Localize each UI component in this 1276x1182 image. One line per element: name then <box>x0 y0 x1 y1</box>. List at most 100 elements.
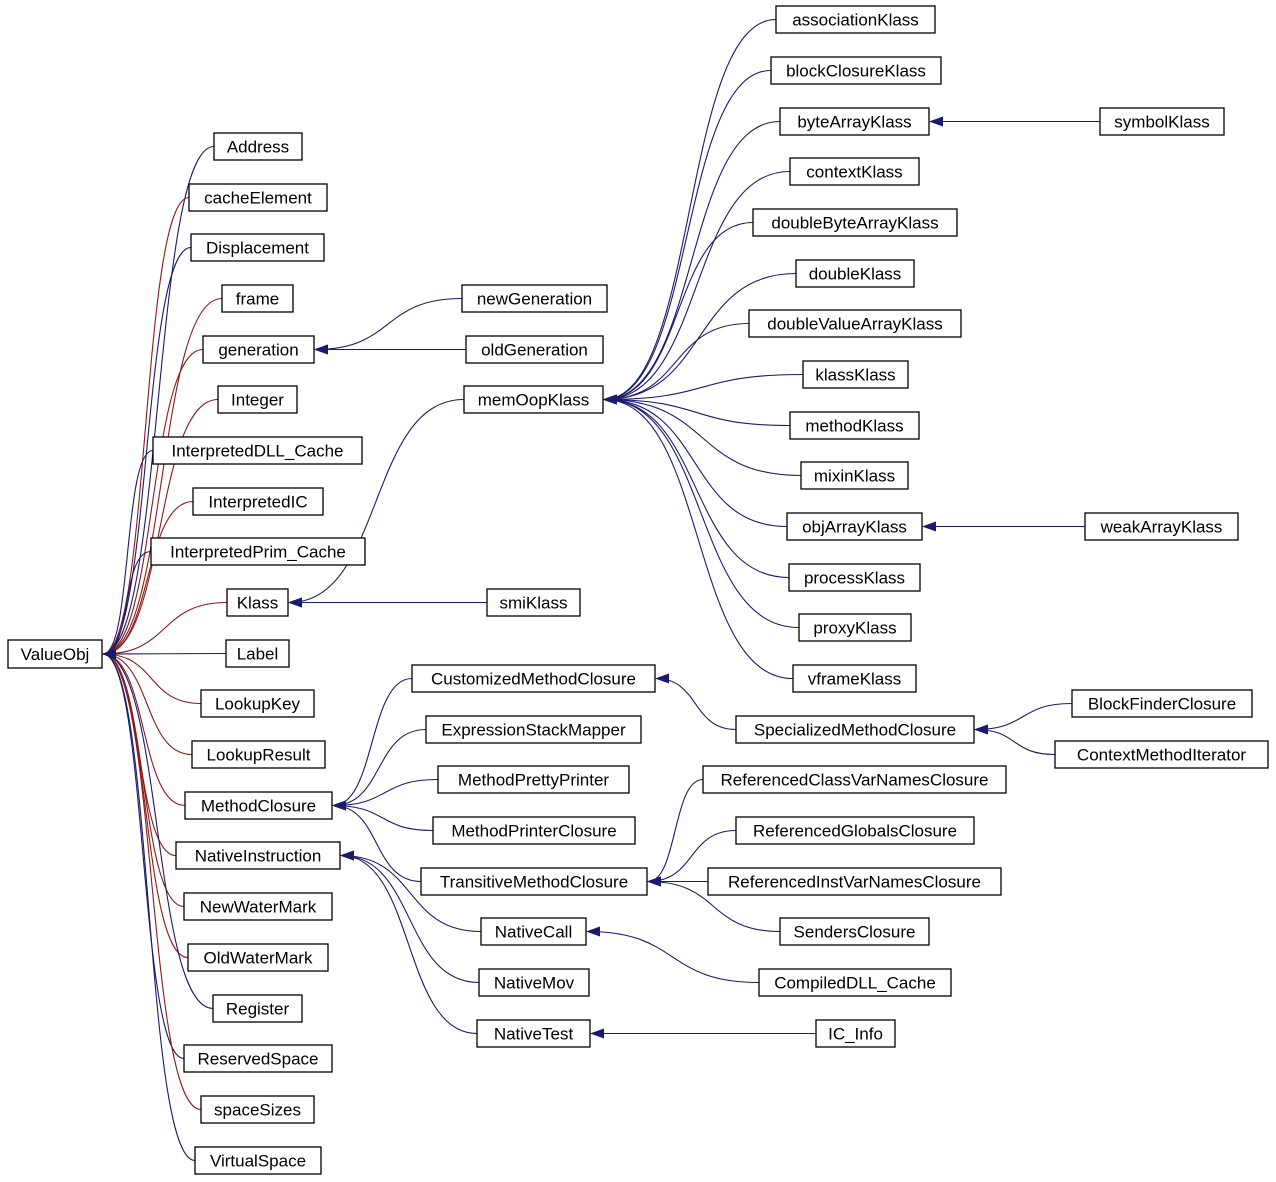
node-vframe-klass[interactable]: vframeKlass <box>792 664 917 693</box>
node-label: blockClosureKlass <box>786 62 926 81</box>
node-new-generation[interactable]: newGeneration <box>461 284 608 313</box>
node-native-mov[interactable]: NativeMov <box>478 968 590 997</box>
node-cache-element[interactable]: cacheElement <box>188 183 328 212</box>
node-interpreted-dll-cache[interactable]: InterpretedDLL_Cache <box>152 436 363 465</box>
node-context-klass[interactable]: contextKlass <box>789 157 920 186</box>
edge-space-sizes-to-value-obj <box>102 649 202 1111</box>
node-box <box>183 892 333 921</box>
node-label: processKlass <box>804 569 905 588</box>
node-ic-info[interactable]: IC_Info <box>815 1019 896 1048</box>
node-label: InterpretedPrim_Cache <box>170 543 346 562</box>
node-lookup-result[interactable]: LookupResult <box>191 740 326 769</box>
node-block-finder-closure[interactable]: BlockFinderClosure <box>1071 689 1253 718</box>
node-compiled-dll-cache[interactable]: CompiledDLL_Cache <box>758 968 952 997</box>
node-box <box>1099 107 1225 136</box>
node-native-test[interactable]: NativeTest <box>476 1019 591 1048</box>
node-weak-array-klass[interactable]: weakArrayKlass <box>1084 512 1239 541</box>
edge-native-test-to-native-instruction <box>340 850 478 1035</box>
node-label: frame <box>236 290 279 309</box>
node-box <box>786 512 923 541</box>
node-label: IC_Info <box>828 1025 883 1044</box>
node-label[interactable]: Label <box>225 639 290 668</box>
edge-referenced-globals-closure-to-transitive-method-closure <box>647 829 737 887</box>
node-box <box>735 816 975 845</box>
edge-expression-stack-mapper-to-method-closure <box>332 728 427 811</box>
node-double-byte-array-klass[interactable]: doubleByteArrayKlass <box>752 208 958 237</box>
node-label: NativeMov <box>494 974 575 993</box>
node-label: ReferencedClassVarNamesClosure <box>720 771 988 790</box>
node-old-water-mark[interactable]: OldWaterMark <box>187 943 329 972</box>
node-transitive-method-closure[interactable]: TransitiveMethodClosure <box>420 867 648 896</box>
edge-generation-to-value-obj <box>102 348 204 659</box>
node-box <box>191 740 326 769</box>
node-box <box>752 208 958 237</box>
edge-senders-closure-to-transitive-method-closure <box>647 876 781 933</box>
edge-klass-to-value-obj <box>102 601 228 659</box>
node-label: memOopKlass <box>478 391 589 410</box>
node-klass-klass[interactable]: klassKlass <box>802 360 909 389</box>
node-context-method-iterator[interactable]: ContextMethodIterator <box>1054 740 1269 769</box>
node-label: ContextMethodIterator <box>1077 746 1246 765</box>
node-new-water-mark[interactable]: NewWaterMark <box>183 892 333 921</box>
node-box <box>779 917 930 946</box>
edge-cache-element-to-value-obj <box>102 196 190 659</box>
node-displacement[interactable]: Displacement <box>190 233 325 262</box>
node-double-klass[interactable]: doubleKlass <box>795 259 915 288</box>
node-box <box>707 867 1002 896</box>
node-old-generation[interactable]: oldGeneration <box>465 335 604 364</box>
node-address[interactable]: Address <box>213 132 303 161</box>
node-integer[interactable]: Integer <box>217 385 298 414</box>
node-label: ReferencedInstVarNamesClosure <box>728 873 981 892</box>
edge-obj-array-klass-to-mem-oop-klass <box>603 394 788 528</box>
node-frame[interactable]: frame <box>221 284 294 313</box>
node-mem-oop-klass[interactable]: memOopKlass <box>463 385 604 414</box>
node-specialized-method-closure[interactable]: SpecializedMethodClosure <box>735 715 975 744</box>
node-lookup-key[interactable]: LookupKey <box>200 689 315 718</box>
node-box <box>202 335 315 364</box>
node-value-obj[interactable]: ValueObj <box>7 639 103 669</box>
edge-proxy-klass-to-mem-oop-klass <box>603 394 800 629</box>
node-block-closure-klass[interactable]: blockClosureKlass <box>770 56 942 85</box>
node-symbol-klass[interactable]: symbolKlass <box>1099 107 1225 136</box>
edge-register-to-value-obj <box>102 649 214 1010</box>
node-referenced-inst-var-names-closure[interactable]: ReferencedInstVarNamesClosure <box>707 867 1002 896</box>
node-box <box>800 461 909 490</box>
node-association-klass[interactable]: associationKlass <box>775 5 936 34</box>
node-expression-stack-mapper[interactable]: ExpressionStackMapper <box>425 715 642 744</box>
node-native-call[interactable]: NativeCall <box>480 917 587 946</box>
node-interpreted-ic[interactable]: InterpretedIC <box>192 487 324 516</box>
node-method-klass[interactable]: methodKlass <box>789 411 920 440</box>
node-senders-closure[interactable]: SendersClosure <box>779 917 930 946</box>
node-label: methodKlass <box>805 417 903 436</box>
node-label: InterpretedDLL_Cache <box>171 442 343 461</box>
node-virtual-space[interactable]: VirtualSpace <box>194 1146 322 1175</box>
node-klass[interactable]: Klass <box>226 588 289 617</box>
node-smi-klass[interactable]: smiKlass <box>486 588 581 617</box>
node-process-klass[interactable]: processKlass <box>788 563 921 592</box>
node-proxy-klass[interactable]: proxyKlass <box>798 613 912 642</box>
node-native-instruction[interactable]: NativeInstruction <box>175 841 341 870</box>
node-box <box>795 259 915 288</box>
node-method-closure[interactable]: MethodClosure <box>184 791 333 820</box>
edge-double-byte-array-klass-to-mem-oop-klass <box>603 221 754 405</box>
node-mixin-klass[interactable]: mixinKlass <box>800 461 909 490</box>
node-space-sizes[interactable]: spaceSizes <box>200 1095 315 1124</box>
node-method-printer-closure[interactable]: MethodPrinterClosure <box>432 816 636 845</box>
node-customized-method-closure[interactable]: CustomizedMethodClosure <box>411 664 656 693</box>
node-referenced-class-var-names-closure[interactable]: ReferencedClassVarNamesClosure <box>702 765 1007 794</box>
node-register[interactable]: Register <box>212 994 303 1023</box>
node-reserved-space[interactable]: ReservedSpace <box>183 1044 333 1073</box>
node-obj-array-klass[interactable]: objArrayKlass <box>786 512 923 541</box>
node-box <box>188 183 328 212</box>
node-double-value-array-klass[interactable]: doubleValueArrayKlass <box>748 309 962 338</box>
node-generation[interactable]: generation <box>202 335 315 364</box>
node-interpreted-prim-cache[interactable]: InterpretedPrim_Cache <box>150 537 366 566</box>
node-method-pretty-printer[interactable]: MethodPrettyPrinter <box>437 765 630 794</box>
edge-double-klass-to-mem-oop-klass <box>603 272 797 405</box>
edge-mem-oop-klass-to-klass <box>288 398 465 608</box>
node-label: newGeneration <box>477 290 592 309</box>
node-label: MethodPrettyPrinter <box>458 771 610 790</box>
edge-byte-array-klass-to-mem-oop-klass <box>603 120 781 405</box>
node-referenced-globals-closure[interactable]: ReferencedGlobalsClosure <box>735 816 975 845</box>
node-byte-array-klass[interactable]: byteArrayKlass <box>779 107 930 136</box>
